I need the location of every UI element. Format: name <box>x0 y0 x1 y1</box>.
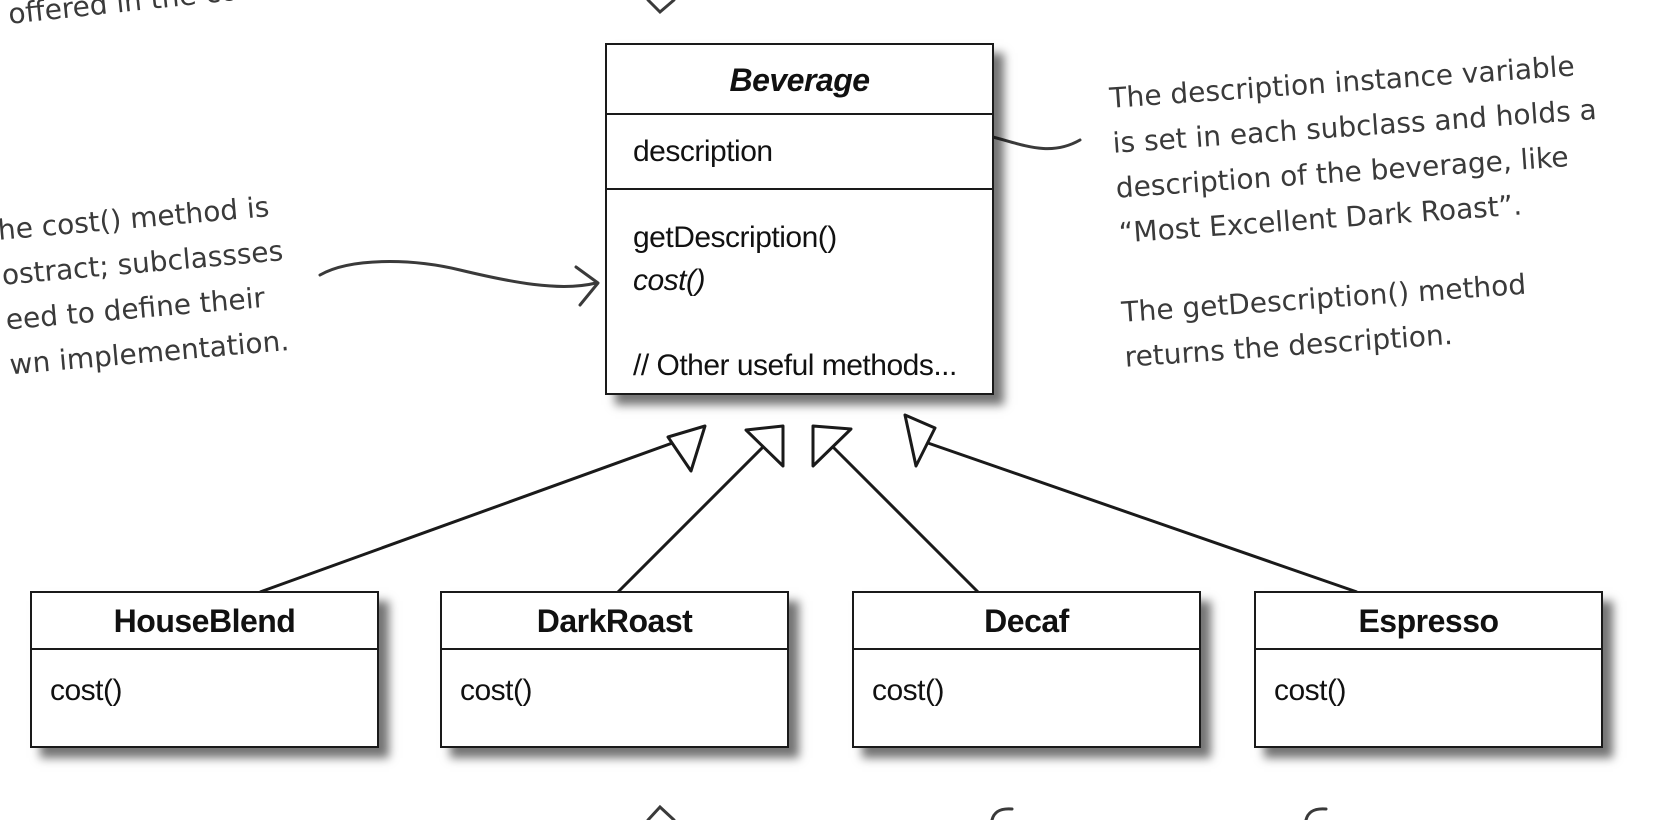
houseblend-cost-method: cost() <box>50 674 123 707</box>
inheritance-line-decaf <box>824 438 980 594</box>
houseblend-class-title: HouseBlend <box>32 593 377 650</box>
bottom-arrow-fragment <box>646 804 676 820</box>
bottom-sketch-fragment-1 <box>990 807 1014 820</box>
houseblend-class-box: HouseBlend cost() <box>30 591 379 748</box>
inheritance-arrowhead-decaf <box>811 424 853 468</box>
beverage-methods-section: getDescription() cost() // Other useful … <box>607 190 992 387</box>
darkroast-class-title: DarkRoast <box>442 593 787 650</box>
espresso-class-box: Espresso cost() <box>1254 591 1603 748</box>
inheritance-arrowhead-darkroast <box>744 424 785 468</box>
cost-annotation-arrow <box>318 260 598 288</box>
cost-method-annotation: he cost() method is ostract; subclassses… <box>0 183 293 387</box>
beverage-class-box: Beverage description getDescription() co… <box>605 43 994 395</box>
espresso-class-title: Espresso <box>1256 593 1601 650</box>
inheritance-line-houseblend <box>259 435 690 594</box>
description-field: description <box>633 135 773 168</box>
inheritance-arrowhead-houseblend <box>666 424 707 473</box>
description-variable-annotation: The description instance variable is set… <box>1108 42 1604 255</box>
bottom-sketch-fragment-2 <box>1304 807 1328 820</box>
inheritance-line-darkroast <box>616 438 772 594</box>
darkroast-cost-method: cost() <box>460 674 533 707</box>
decaf-cost-method: cost() <box>872 674 945 707</box>
other-methods-comment: // Other useful methods... <box>633 349 957 382</box>
cost-annotation-arrowhead <box>574 265 600 307</box>
abstract-cost-method: cost() <box>633 264 706 297</box>
inheritance-line-espresso <box>924 440 1358 594</box>
beverage-fields-section: description <box>607 115 992 190</box>
darkroast-class-box: DarkRoast cost() <box>440 591 789 748</box>
top-arrow-fragment <box>646 0 676 15</box>
inheritance-arrowhead-espresso <box>903 413 937 468</box>
espresso-cost-method: cost() <box>1274 674 1347 707</box>
decaf-class-title: Decaf <box>854 593 1199 650</box>
get-description-method: getDescription() <box>633 221 837 254</box>
beverage-class-title: Beverage <box>607 45 992 115</box>
decaf-class-box: Decaf cost() <box>852 591 1201 748</box>
